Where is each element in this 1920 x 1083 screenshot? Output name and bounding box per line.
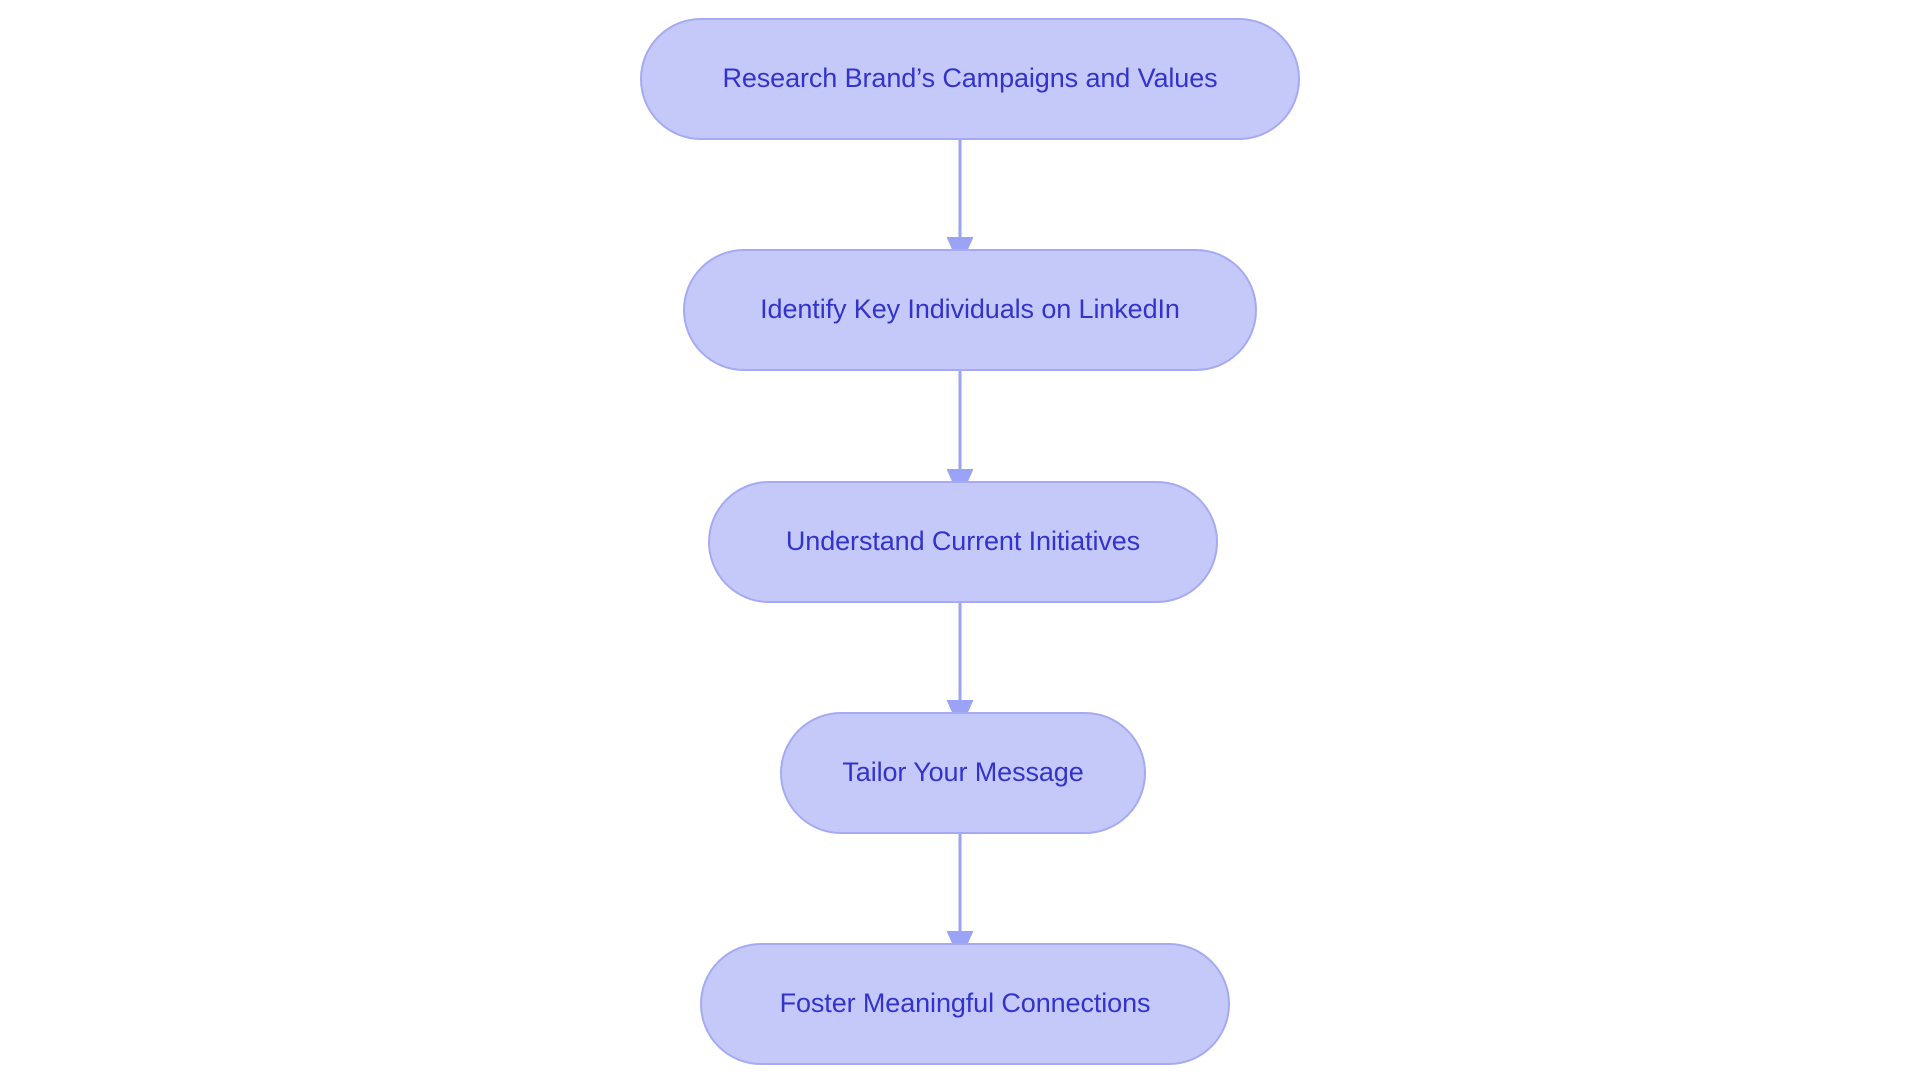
flow-node-label: Research Brand’s Campaigns and Values <box>722 62 1218 93</box>
flow-node-understand-current-initiatives[interactable]: Understand Current Initiatives <box>708 481 1218 603</box>
flow-node-foster-meaningful-connections[interactable]: Foster Meaningful Connections <box>700 943 1230 1065</box>
flow-node-tailor-your-message[interactable]: Tailor Your Message <box>780 712 1146 834</box>
flow-node-identify-key-individuals[interactable]: Identify Key Individuals on LinkedIn <box>683 249 1257 371</box>
flow-node-label: Foster Meaningful Connections <box>779 987 1151 1018</box>
flow-node-label: Understand Current Initiatives <box>785 525 1141 556</box>
flow-node-research-brand-campaigns[interactable]: Research Brand’s Campaigns and Values <box>640 18 1300 140</box>
flow-node-label: Tailor Your Message <box>842 756 1084 787</box>
flow-node-label: Identify Key Individuals on LinkedIn <box>760 293 1180 324</box>
